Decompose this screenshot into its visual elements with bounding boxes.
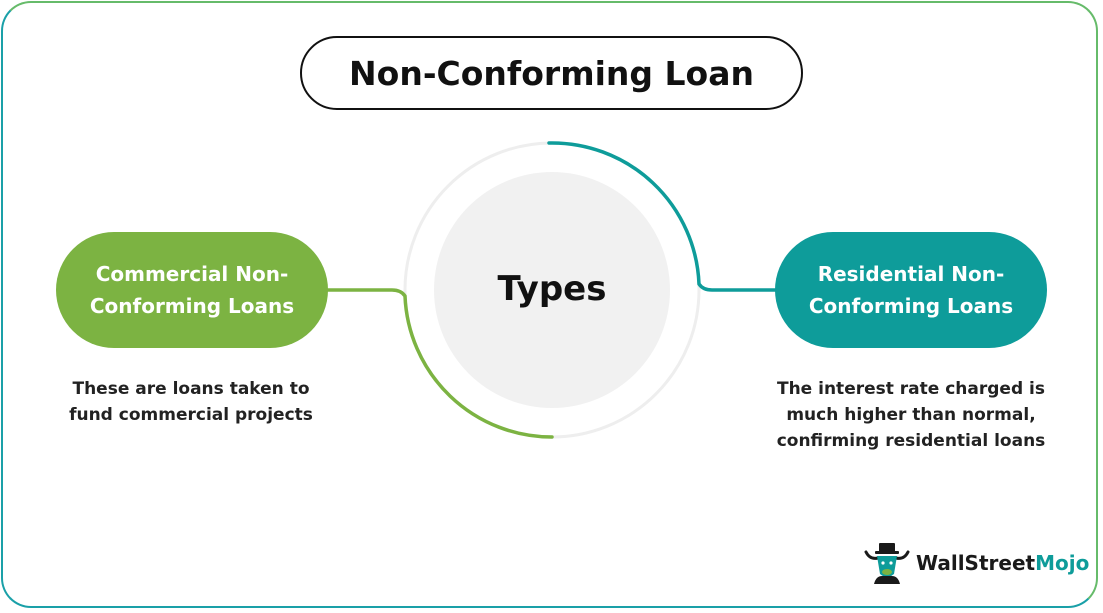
residential-desc-line3: confirming residential loans: [776, 431, 1046, 451]
green-connector-arc: [326, 288, 554, 439]
logo-wordmark: WallStreetMojo: [916, 551, 1089, 575]
center-label: Types: [497, 269, 607, 309]
commercial-desc-line2: fund commercial projects: [69, 405, 313, 425]
logo-text-mojo: Mojo: [1035, 551, 1090, 575]
residential-label-line1: Residential Non-: [817, 262, 1005, 286]
center-circle: [434, 172, 670, 408]
title-pill: Non-Conforming Loan: [300, 36, 803, 110]
commercial-label-line2: Conforming Loans: [89, 294, 295, 318]
residential-description: The interest rate charged is much higher…: [760, 376, 1062, 454]
commercial-label-line1: Commercial Non-: [95, 262, 289, 286]
page-title: Non-Conforming Loan: [349, 53, 754, 93]
commercial-desc-line1: These are loans taken to: [72, 379, 310, 399]
wallstreetmojo-logo: WallStreetMojo: [864, 542, 1089, 584]
bull-mascot-icon: [864, 543, 910, 584]
commercial-loans-pill: Commercial Non- Conforming Loans: [56, 232, 328, 348]
residential-desc-line1: The interest rate charged is: [776, 379, 1045, 399]
residential-loans-pill: Residential Non- Conforming Loans: [775, 232, 1047, 348]
teal-connector-arc: [547, 141, 778, 292]
residential-desc-line2: much higher than normal,: [786, 405, 1036, 425]
residential-label-line2: Conforming Loans: [808, 294, 1014, 318]
logo-text-wallstreet: WallStreet: [916, 551, 1036, 575]
commercial-description: These are loans taken to fund commercial…: [50, 376, 332, 428]
